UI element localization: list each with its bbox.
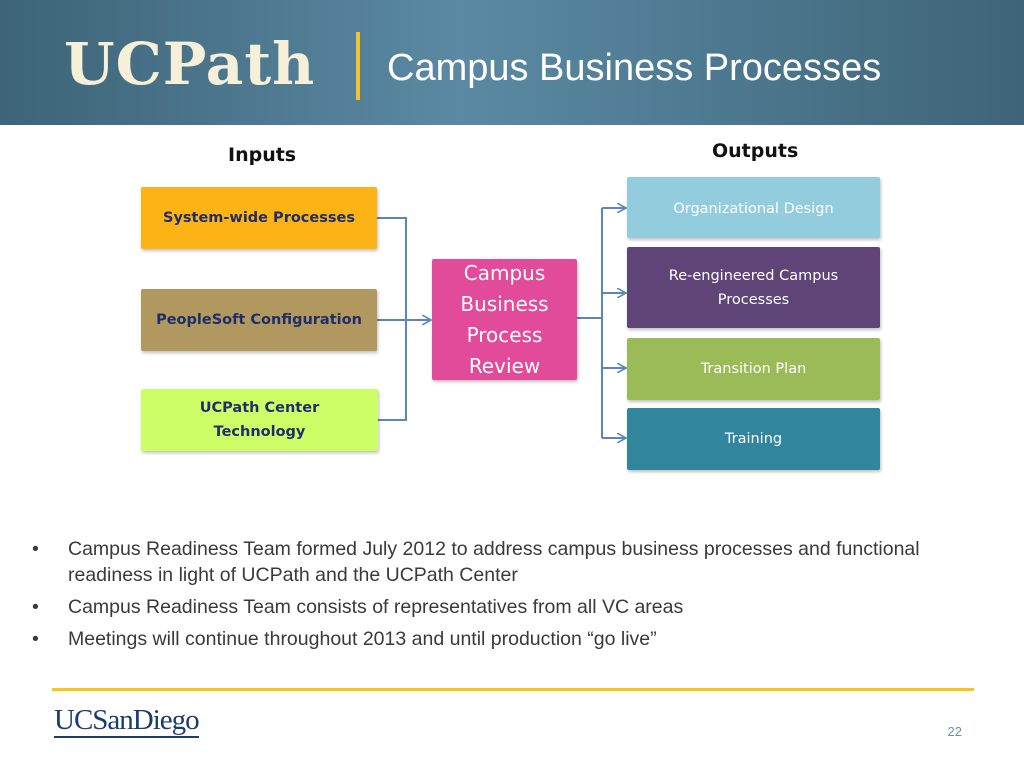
- bullet-text: Meetings will continue throughout 2013 a…: [68, 628, 657, 650]
- center-label: Campus Business Process Review: [460, 260, 549, 378]
- input-peoplesoft-configuration: PeopleSoft Configuration: [141, 289, 377, 351]
- output-label: Training: [724, 431, 783, 447]
- bullet-list: • Campus Readiness Team formed July 2012 …: [32, 536, 982, 658]
- input-label: PeopleSoft Configuration: [156, 312, 362, 328]
- bullet-dot: •: [32, 628, 39, 650]
- page-number: 22: [947, 724, 962, 739]
- bullet-dot: •: [32, 596, 39, 618]
- bullet-text: Campus Readiness Team consists of repres…: [68, 596, 684, 618]
- input-ucpath-center-technology: UCPath Center Technology: [141, 389, 378, 451]
- output-reengineered-processes: Re-engineered Campus Processes: [627, 247, 880, 328]
- header-banner: UCPath Campus Business Processes: [0, 0, 1024, 125]
- inputs-heading: Inputs: [228, 144, 297, 166]
- output-transition-plan: Transition Plan: [627, 338, 880, 400]
- input-system-wide-processes: System-wide Processes: [141, 187, 377, 249]
- output-label: Organizational Design: [673, 201, 834, 217]
- footer-divider: [52, 688, 974, 691]
- output-label: Transition Plan: [700, 361, 807, 377]
- slide-title: Campus Business Processes: [387, 47, 882, 89]
- center-process-review: Campus Business Process Review: [432, 259, 577, 380]
- input-label: UCPath Center Technology: [199, 400, 320, 440]
- input-label: System-wide Processes: [163, 210, 355, 226]
- bullet-item: • Meetings will continue throughout 2013 …: [32, 626, 982, 652]
- header-divider: [356, 32, 360, 100]
- bullet-item: • Campus Readiness Team formed July 2012 …: [32, 536, 982, 588]
- outputs-heading: Outputs: [712, 140, 799, 162]
- ucpath-logo: UCPath: [64, 30, 316, 98]
- bullet-dot: •: [32, 538, 39, 560]
- output-organizational-design: Organizational Design: [627, 177, 880, 238]
- bullet-text: Campus Readiness Team formed July 2012 t…: [68, 538, 920, 586]
- bullet-item: • Campus Readiness Team consists of repre…: [32, 594, 982, 620]
- output-label: Re-engineered Campus Processes: [668, 267, 839, 308]
- ucsd-logo: UCSanDiego: [54, 704, 200, 738]
- output-training: Training: [627, 408, 880, 470]
